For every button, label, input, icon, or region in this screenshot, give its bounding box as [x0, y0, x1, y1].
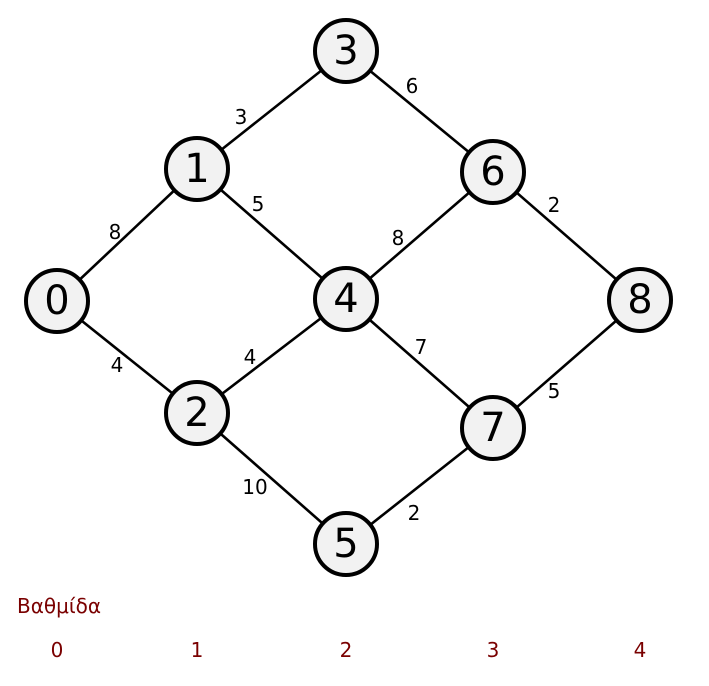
edge-weight-0-2: 4 [111, 353, 124, 377]
edge-weight-1-4: 5 [252, 192, 265, 216]
node-0-label: 0 [44, 278, 69, 324]
node-6-label: 6 [480, 149, 505, 195]
node-2-label: 2 [184, 390, 209, 436]
node-5: 5 [313, 511, 379, 577]
node-6: 6 [460, 139, 526, 205]
node-3: 3 [313, 18, 379, 84]
nodes: 0 1 2 3 4 5 6 7 [24, 18, 673, 577]
node-4: 4 [313, 266, 379, 332]
edge-2-5 [196, 412, 347, 545]
node-1: 1 [164, 136, 230, 202]
edge-weight-4-6: 8 [392, 226, 405, 250]
stage-label-3: 3 [487, 638, 500, 662]
node-5-label: 5 [333, 521, 358, 567]
node-3-circle [313, 18, 379, 84]
stage-title: Βαθμίδα [17, 594, 101, 618]
node-2-circle [164, 380, 230, 446]
node-0: 0 [24, 268, 90, 334]
edge-weight-1-3: 3 [235, 105, 248, 129]
node-8: 8 [607, 267, 673, 333]
stage-label-2: 2 [340, 638, 353, 662]
edge-weight-2-4: 4 [244, 345, 257, 369]
edge-weight-7-8: 5 [548, 379, 561, 403]
node-5-circle [313, 511, 379, 577]
node-8-circle [607, 267, 673, 333]
node-7-circle [460, 395, 526, 461]
node-2: 2 [164, 380, 230, 446]
node-8-label: 8 [627, 277, 652, 323]
node-7-label: 7 [480, 405, 505, 451]
edge-weight-6-8: 2 [548, 193, 561, 217]
stage-label-4: 4 [634, 638, 647, 662]
node-0-circle [24, 268, 90, 334]
node-7: 7 [460, 395, 526, 461]
node-4-label: 4 [333, 276, 358, 322]
edge-weight-0-1: 8 [109, 220, 122, 244]
stage-legend: Βαθμίδα 0 1 2 3 4 [17, 594, 646, 662]
node-4-circle [313, 266, 379, 332]
edge-weight-5-7: 2 [408, 501, 421, 525]
edge-weight-3-6: 6 [406, 74, 419, 98]
stage-label-1: 1 [191, 638, 204, 662]
node-6-circle [460, 139, 526, 205]
edge-weight-4-7: 7 [415, 335, 428, 359]
node-1-label: 1 [184, 146, 209, 192]
node-3-label: 3 [333, 28, 358, 74]
node-1-circle [164, 136, 230, 202]
edge-weight-2-5: 10 [242, 475, 267, 499]
edge-weights: 8 4 3 5 4 10 6 8 7 2 2 5 [109, 74, 561, 525]
stage-label-0: 0 [51, 638, 64, 662]
